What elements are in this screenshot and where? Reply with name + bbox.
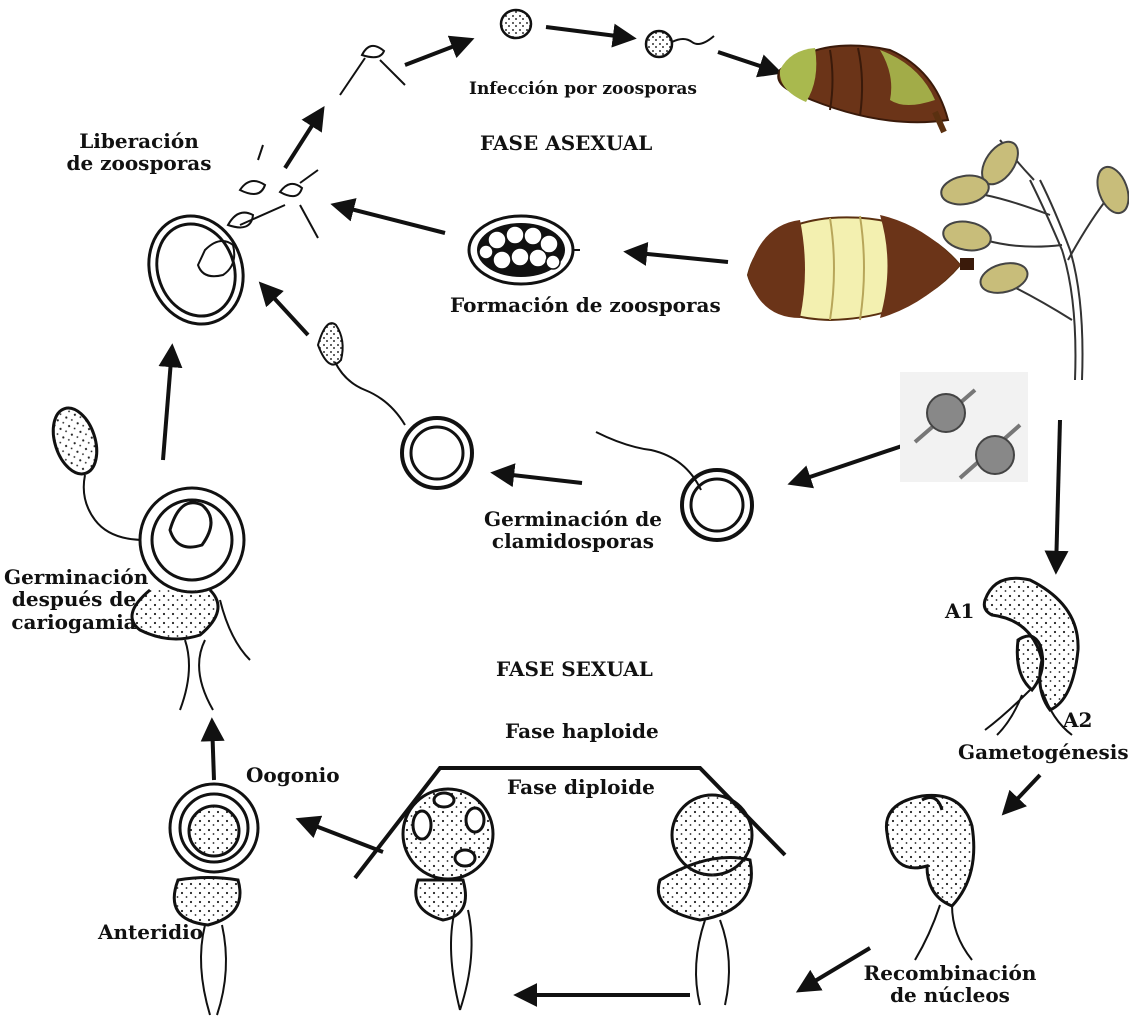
label-gametogenesis: Gametogénesis [958,741,1129,763]
label-recombination-line2: de núcleos [860,984,1040,1006]
arrow-pod-to-sporangium [628,252,728,262]
label-germ-after-line1: Germinación [4,566,144,588]
label-release: Liberación de zoosporas [64,130,214,175]
arrow-zoospore-to-motile [546,27,632,38]
cacao-pod-diseased [748,215,974,320]
arrow-oogonio-up [212,722,214,780]
label-germ-after-line2: después de [4,588,144,610]
arrow-up-germ-after [163,348,172,460]
arrow-release-to-zoospore [405,40,470,65]
label-release-line1: Liberación [64,130,214,152]
arrow-gametogenesis-down [1005,775,1040,812]
label-chlamydo-germination: Germinación de clamidosporas [478,508,668,553]
label-chlamydo-line2: clamidosporas [478,530,668,552]
arrow-chlamydospores-to-chlamydo [792,445,905,483]
arrow-zoospores-to-release [335,205,445,233]
label-haploid-phase: Fase haploide [505,720,659,742]
label-a2: A2 [1063,709,1092,731]
chlamydospore-photo [900,372,1028,482]
arrow-motile-to-pod [718,52,778,72]
label-germ-after-karyogamy: Germinación después de cariogamia [4,566,144,633]
label-release-line2: de zoosporas [64,152,214,174]
zoospore-motile [646,31,714,57]
label-formation: Formación de zoosporas [450,294,721,316]
label-chlamydo-line1: Germinación de [478,508,668,530]
label-infection: Infección por zoosporas [469,80,697,99]
arrow-germinating-to-release [262,285,308,335]
oospore-germinating [45,402,250,710]
label-asexual-phase: FASE ASEXUAL [480,132,652,154]
arrow-up-release [285,110,322,168]
germinating-zoospore [318,323,405,425]
label-antheridium: Anteridio [98,921,203,943]
arrow-down-to-a1 [1056,420,1060,570]
label-germ-after-line3: cariogamia [4,611,144,633]
label-a1: A1 [945,600,974,622]
sporangia [939,135,1129,297]
label-diploid-phase: Fase diploide [507,776,655,798]
cacao-pod-infected [778,46,948,133]
zoospore-release-top [340,46,405,95]
zoosporangium [469,216,580,284]
label-oogonium: Oogonio [246,764,340,786]
zoospore-encysted [501,10,531,38]
zygote-structure-right [658,795,752,1005]
label-sexual-phase: FASE SEXUAL [496,658,653,680]
label-recombination: Recombinación de núcleos [860,962,1040,1007]
label-recombination-line1: Recombinación [860,962,1040,984]
arrow-chlamydo-to-germ [495,473,582,483]
arrow-bottom-left-2 [300,820,383,852]
chlamydospore-left [402,418,472,488]
zygote-structure-left [403,789,493,1010]
oogonium-antheridium [170,784,258,1015]
recombination-structure [886,795,973,960]
